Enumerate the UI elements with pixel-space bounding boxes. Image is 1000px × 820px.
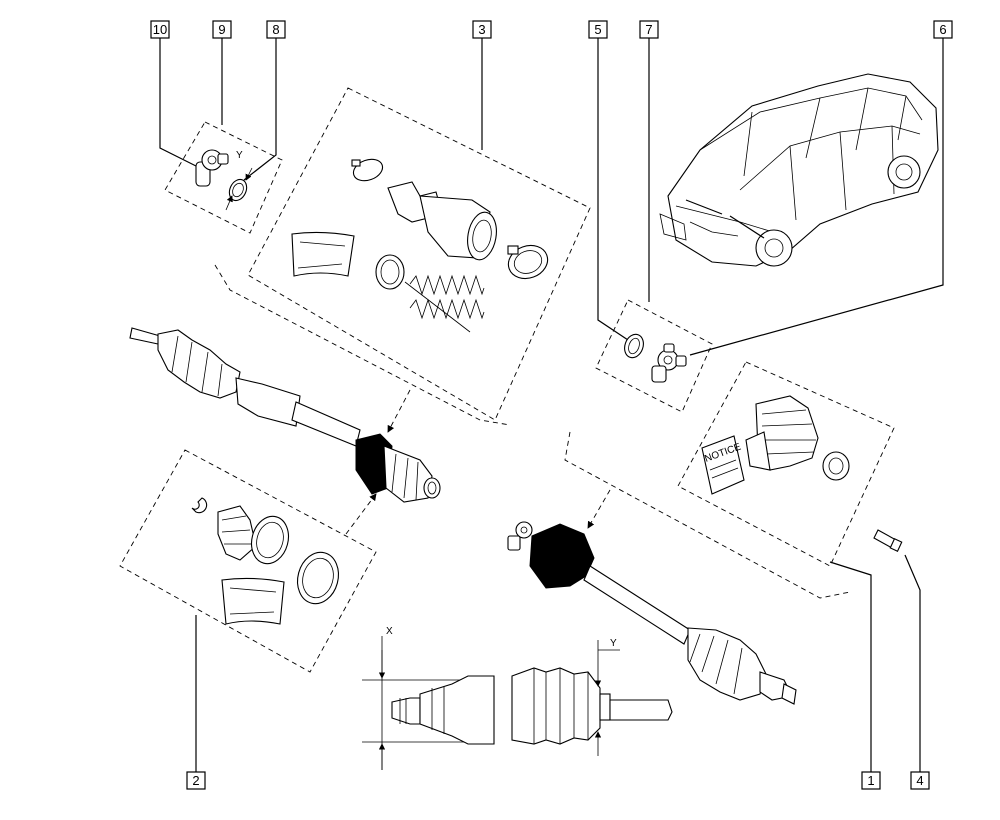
callout-6-label: 6: [939, 22, 946, 37]
right-driveshaft: [583, 565, 691, 645]
circlip-2: [191, 497, 208, 514]
car-illustration: [659, 73, 939, 267]
callout-8: 8: [266, 20, 286, 39]
callout-4-label: 4: [916, 773, 923, 788]
group-1-dashed-outline: [677, 361, 895, 567]
leader-lines: [159, 38, 944, 772]
callout-3: 3: [472, 20, 492, 39]
ring-3: [375, 254, 405, 290]
callout-10-label: 10: [153, 22, 167, 37]
right-outer-joint: [687, 627, 797, 705]
callout-7-label: 7: [645, 22, 652, 37]
arrow-group-3-to-shaft: [387, 389, 411, 433]
callout-6: 6: [933, 20, 953, 39]
left-inner-joint: [383, 445, 441, 503]
bolt-4: [873, 529, 903, 552]
callout-9: 9: [212, 20, 232, 39]
grease-sachet-3: [291, 231, 355, 277]
callout-1: 1: [861, 771, 881, 790]
arrow-group-2-to-shaft: [345, 493, 377, 535]
dimension-y-joint-label: Y: [236, 150, 243, 161]
tripod-joint-6: [651, 343, 687, 383]
dimension-y-joint: Y: [225, 150, 253, 211]
group-7-dashed-outline: [595, 299, 713, 413]
arrow-right-joint: [587, 489, 611, 529]
callout-5: 5: [588, 20, 608, 39]
boot-1: [745, 395, 819, 471]
callout-10: 10: [150, 20, 170, 39]
spring-3: [404, 274, 485, 333]
tripod-joint-10: [195, 149, 229, 187]
callout-7: 7: [639, 20, 659, 39]
callout-3-label: 3: [478, 22, 485, 37]
dimension-y-detail-label: Y: [610, 638, 617, 649]
clamp-2-inner: [250, 515, 290, 565]
callout-2: 2: [186, 771, 206, 790]
grease-sachet-2: [221, 577, 285, 625]
clamp-small-3: [351, 158, 384, 182]
callout-1-label: 1: [867, 773, 874, 788]
callout-9-label: 9: [218, 22, 225, 37]
right-driveshaft-dashed-outline: [564, 431, 851, 599]
bellows-3: [387, 181, 497, 261]
bearing-1: [822, 451, 850, 481]
clamp-large-3: [507, 244, 549, 280]
clamp-2-outer: [296, 551, 340, 605]
circlip-5: [624, 333, 644, 359]
right-inner-tripod: [507, 521, 533, 551]
group-2-dashed-outline: [119, 449, 377, 673]
dimension-detail-y: Y: [511, 638, 673, 756]
callout-8-label: 8: [272, 22, 279, 37]
callout-4: 4: [910, 771, 930, 790]
circlip-8: [228, 178, 248, 202]
callout-5-label: 5: [594, 22, 601, 37]
callout-2-label: 2: [192, 773, 199, 788]
group-9-dashed-outline: [164, 121, 283, 234]
dimension-x-label: X: [386, 626, 393, 637]
left-driveshaft: [129, 327, 361, 447]
group-3-dashed-outline: [214, 87, 591, 426]
dimension-detail-x: X: [362, 626, 495, 770]
boot-2: [217, 505, 257, 561]
service-manual: NOTICE: [701, 435, 745, 495]
